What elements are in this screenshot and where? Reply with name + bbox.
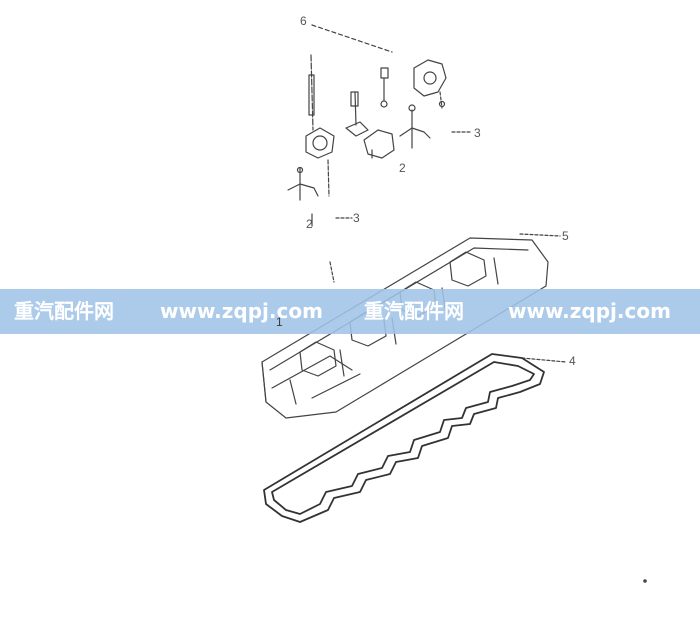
callout-label-6: 6	[300, 14, 307, 28]
rocker-arm-part-middle	[345, 91, 369, 137]
watermark-brand-2: 重汽配件网	[364, 299, 464, 323]
rocker-arm-part-right	[399, 104, 471, 149]
callout-label-3-lower: 3	[353, 211, 360, 225]
rocker-arm-part-center	[363, 129, 395, 159]
watermark-url-2: www.zqpj.com	[508, 299, 671, 323]
leader-line-6	[311, 24, 393, 53]
watermark-brand: 重汽配件网	[14, 299, 114, 323]
callout-label-2-upper: 2	[399, 161, 406, 175]
rocker-bracket-round-part	[305, 127, 335, 197]
watermark-banner: 重汽配件网 www.zqpj.com 重汽配件网 www.zqpj.com	[0, 289, 700, 334]
callout-label-1: 1	[276, 315, 283, 329]
leader-line-5	[519, 233, 561, 237]
callout-label-2-lower: 2	[306, 217, 313, 231]
rocker-arm-part-lower	[287, 166, 353, 227]
callout-label-3-upper: 3	[474, 126, 481, 140]
valve-spring-part	[380, 67, 389, 108]
stray-dot	[643, 579, 647, 583]
watermark-url: www.zqpj.com	[160, 299, 323, 323]
callout-label-4: 4	[569, 354, 576, 368]
rocker-shaft-part	[308, 54, 315, 131]
rocker-bracket-part	[413, 59, 447, 109]
cover-gasket-part	[263, 353, 545, 523]
callout-label-5: 5	[562, 229, 569, 243]
leader-line-4	[521, 357, 567, 363]
